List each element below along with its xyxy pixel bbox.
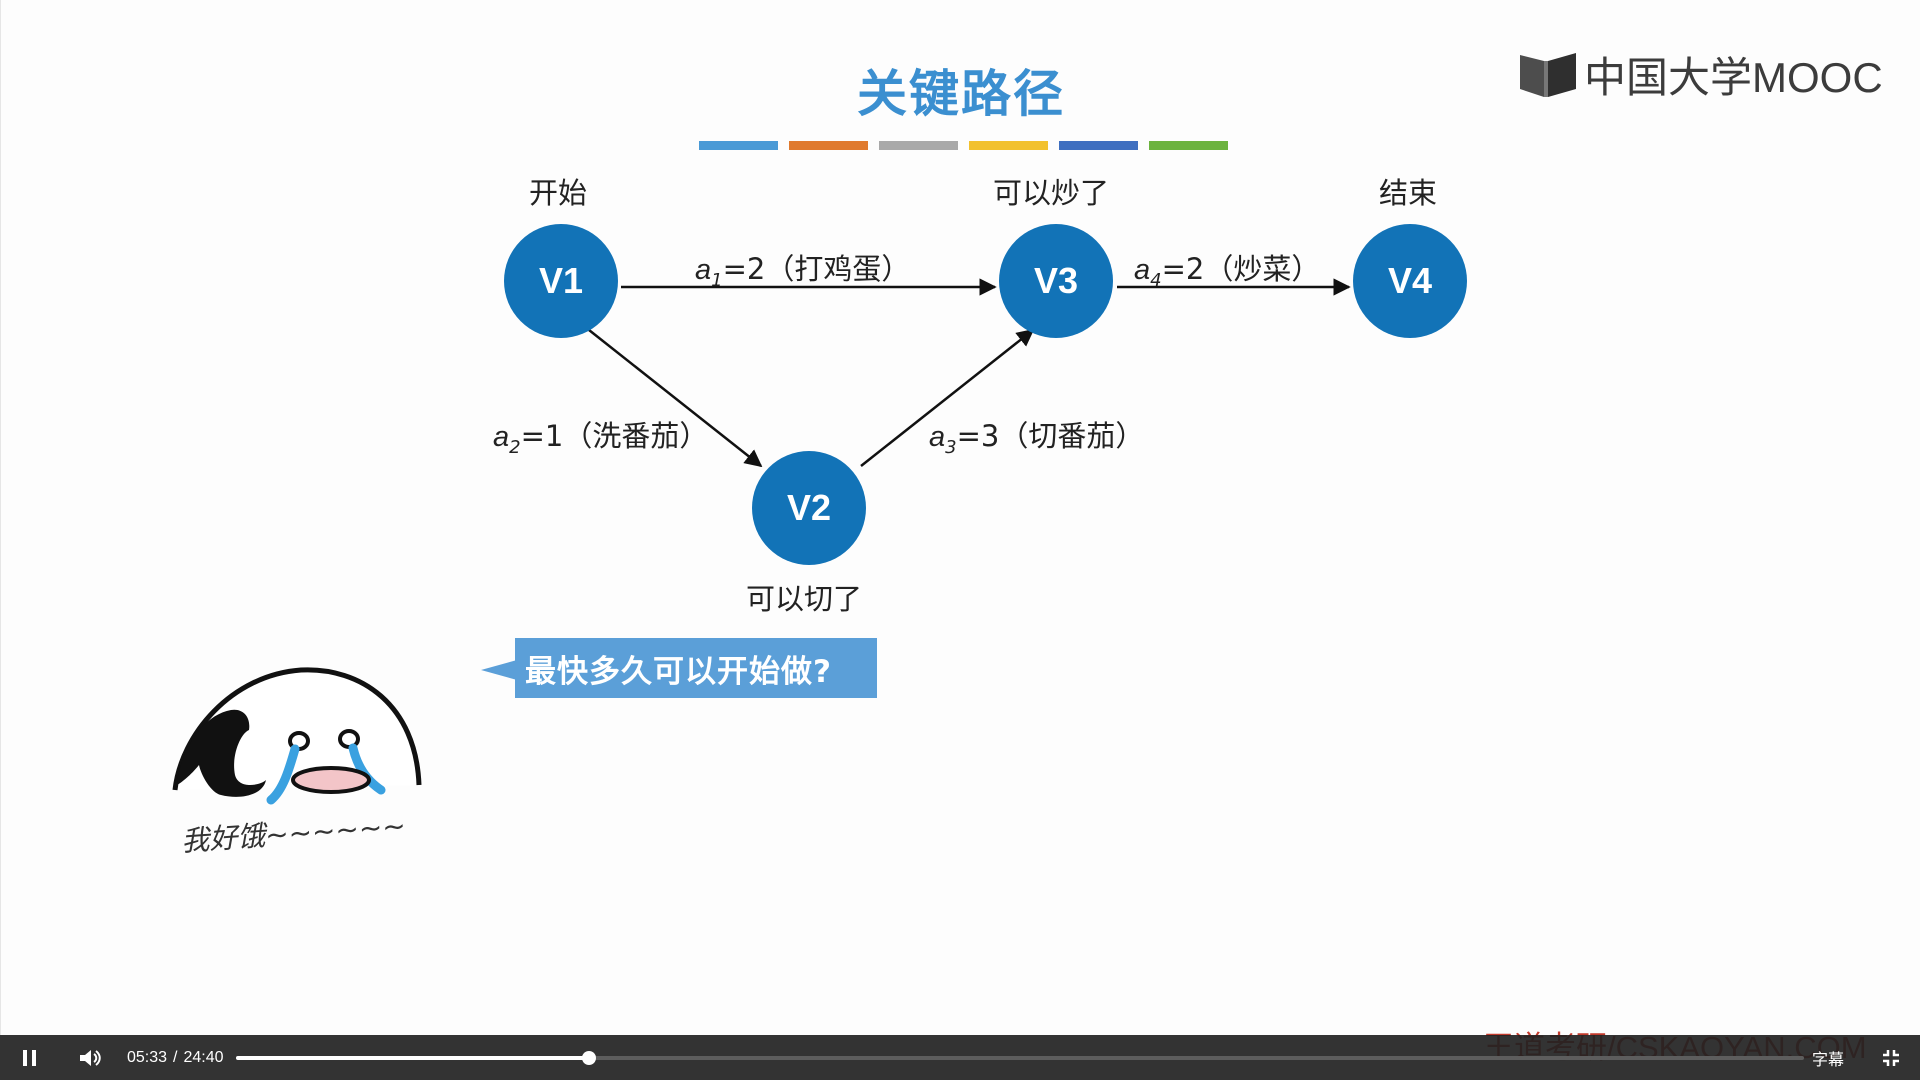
edge-v2-v3: [860, 328, 1035, 467]
node-v4: V4: [1353, 224, 1467, 338]
question-bubble: 最快多久可以开始做?: [515, 638, 877, 698]
caption-v2: 可以切了: [746, 582, 863, 616]
edge-label-a4: a4=2（炒菜）: [1134, 252, 1321, 291]
node-v1: V1: [504, 224, 618, 338]
title-color-bar: [969, 141, 1048, 150]
title-color-bar: [1059, 141, 1138, 150]
exit-fullscreen-button[interactable]: [1878, 1035, 1904, 1080]
edge-v1-v2: [588, 329, 763, 468]
crying-meme-illustration: [172, 667, 422, 805]
logo-text: 中国大学MOOC: [1584, 53, 1883, 101]
player-control-bar: 05:33 / 24:40 字幕: [0, 1035, 1920, 1080]
exit-fullscreen-icon: [1883, 1049, 1899, 1066]
time-display: 05:33 / 24:40: [127, 1035, 224, 1080]
progress-fill: [236, 1056, 589, 1060]
node-v2: V2: [752, 451, 866, 565]
title-color-bar: [1149, 141, 1228, 150]
title-color-bar: [699, 141, 778, 150]
title-color-bar: [789, 141, 868, 150]
volume-button[interactable]: [76, 1035, 106, 1080]
node-v3: V3: [999, 224, 1113, 338]
slide-title: 关键路径: [857, 65, 1065, 123]
graph-edges: [588, 278, 1351, 468]
mooc-logo: 中国大学MOOC: [1518, 48, 1883, 101]
progress-bar[interactable]: [236, 1051, 1804, 1065]
subtitles-button[interactable]: 字幕: [1812, 1049, 1845, 1069]
current-time: 05:33: [127, 1048, 168, 1066]
speech-bubble-tail: [481, 660, 517, 680]
duration: 24:40: [183, 1048, 224, 1066]
edge-label-a2: a2=1（洗番茄）: [493, 419, 709, 458]
edge-label-a3: a3=3（切番茄）: [929, 419, 1145, 458]
book-logo-icon: [1520, 53, 1576, 97]
time-separator: /: [173, 1048, 178, 1066]
pause-button[interactable]: [16, 1035, 44, 1080]
edge-label-a1: a1=2（打鸡蛋）: [695, 252, 911, 291]
speaker-icon: [80, 1049, 101, 1066]
caption-v1: 开始: [529, 176, 588, 210]
progress-handle[interactable]: [581, 1051, 596, 1065]
caption-v4: 结束: [1379, 176, 1438, 210]
pause-icon: [23, 1049, 36, 1066]
title-color-bar: [879, 141, 958, 150]
caption-v3: 可以炒了: [993, 176, 1110, 210]
lecture-slide: 关键路径 中国大学MOOC V1 V2 V3 V4 开始: [0, 0, 1883, 1065]
